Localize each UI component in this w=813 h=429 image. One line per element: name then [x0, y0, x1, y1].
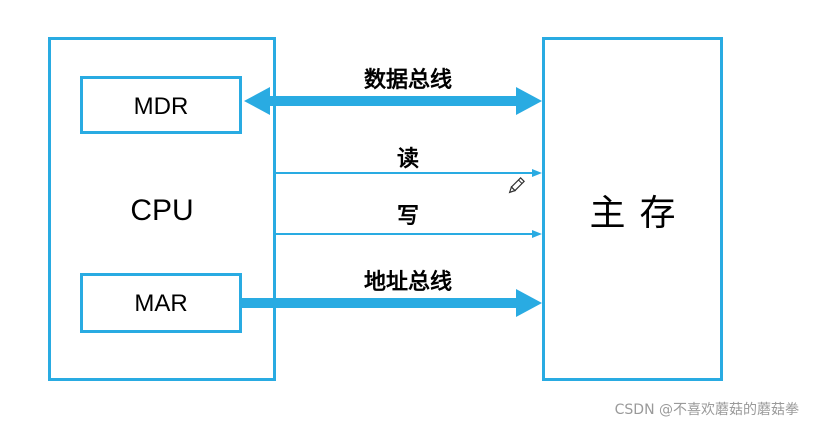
pencil-icon: [508, 177, 525, 194]
write-label: 写: [396, 204, 419, 229]
read-label: 读: [396, 147, 419, 172]
address-bus-label: 地址总线: [363, 270, 452, 295]
write-arrow: [276, 230, 542, 238]
mdr-label: MDR: [133, 93, 189, 120]
read-arrow: [276, 169, 542, 177]
main-memory-label: 主存: [589, 193, 690, 234]
cpu-label: CPU: [130, 194, 194, 227]
main-memory-box: 主存: [542, 37, 723, 381]
address-bus-arrow: [242, 289, 542, 317]
mar-label: MAR: [134, 290, 188, 317]
mdr-register: MDR: [80, 76, 242, 134]
data-bus-arrow: [244, 87, 542, 115]
data-bus-label: 数据总线: [363, 68, 452, 93]
watermark: CSDN @不喜欢蘑菇的蘑菇拳: [614, 402, 799, 418]
mar-register: MAR: [80, 273, 242, 333]
